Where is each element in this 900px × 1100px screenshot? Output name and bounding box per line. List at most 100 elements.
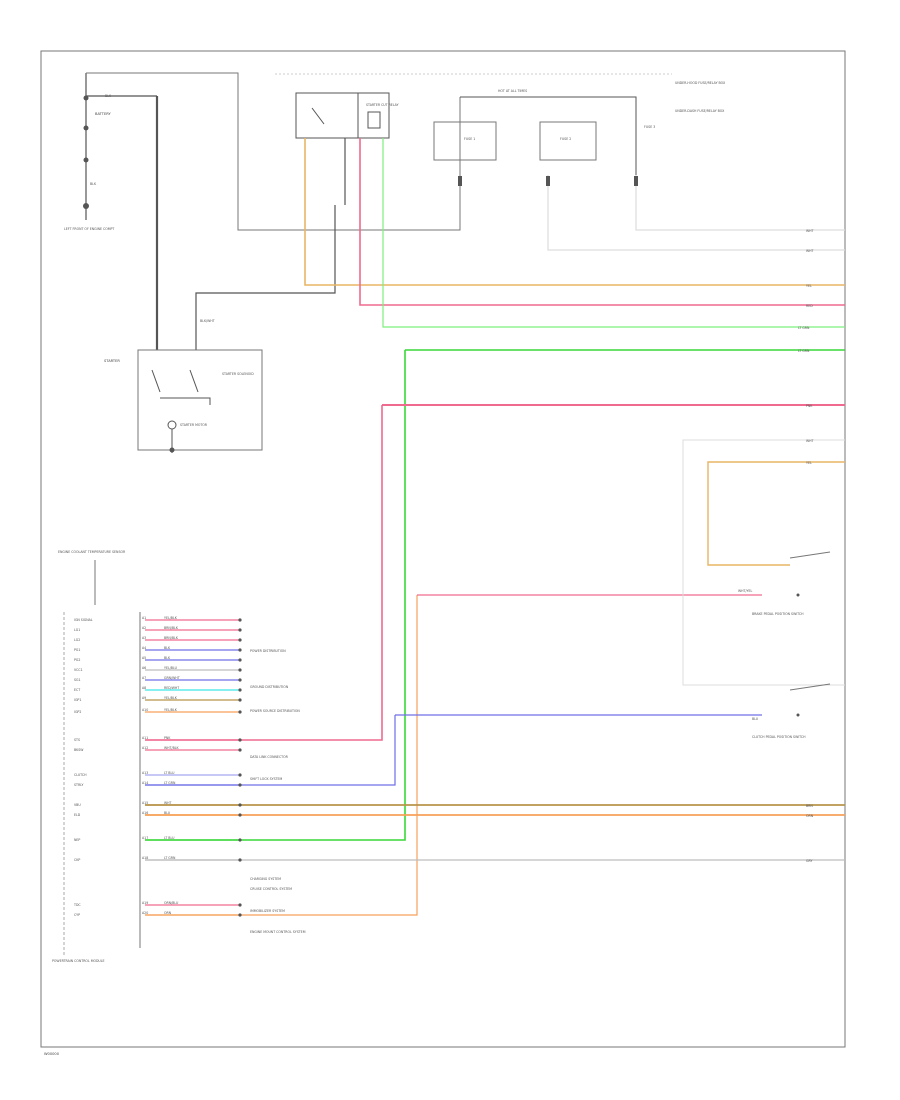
pcm-pin-arrow-icon: [238, 748, 242, 752]
pcm-pin-arrow-icon: [238, 648, 242, 652]
ground-location-label: LEFT FRONT OF ENGINE COMPT: [64, 227, 114, 231]
fuse-bus-wire: [460, 96, 637, 175]
pedal-switch-section: WHT/YEL BLU BRAKE PEDAL POSITION SWITCH …: [682, 439, 845, 739]
battery-label: BATTERY: [95, 112, 112, 116]
wire-orange-relay: [304, 138, 845, 286]
pcm-pin-wire-color: GRN/WHT: [164, 676, 180, 680]
pcm-pin-arrow-icon: [238, 628, 242, 632]
clutch-switch-contact: [789, 683, 831, 691]
pcm-pin-name: BKSW: [74, 748, 84, 752]
pcm-destination-label: SHIFT LOCK SYSTEM: [250, 777, 283, 781]
pcm-pin-wire-color: YEL/BLK: [164, 708, 178, 712]
pcm-pin-arrow-icon: [238, 678, 242, 682]
pcm-pin-wire-color: LT GRN: [164, 781, 176, 785]
pcm-destination-label: CHARGING SYSTEM: [250, 877, 281, 881]
pcm-pin-wire-color: WHT/BLK: [164, 746, 180, 750]
right-wire-label: YEL: [806, 284, 812, 288]
pcm-pin-wire-color: LT BLU: [164, 836, 175, 840]
pcm-pin-arrow-icon: [238, 913, 242, 917]
pcm-pin-name: VCC1: [74, 668, 83, 672]
pcm-pin-number: A9: [142, 696, 146, 700]
pcm-pin-arrow-icon: [238, 638, 242, 642]
pcm-pin-number: A20: [142, 911, 148, 915]
pcm-pin-arrow-icon: [238, 803, 242, 807]
starter-internal-link: [160, 397, 211, 405]
pcm-pin-number: A15: [142, 801, 148, 805]
brake-switch-label: BRAKE PEDAL POSITION SWITCH: [752, 612, 804, 616]
right-wire-label: YEL: [806, 461, 812, 465]
right-wire-label: LT GRN: [798, 349, 810, 353]
pcm-pin-name: STS: [74, 738, 80, 742]
starter-switch-contact: [151, 369, 161, 393]
pcm-pin-name: LG1: [74, 628, 80, 632]
ground-terminal: [83, 203, 89, 209]
pcm-pin-arrow-icon: [238, 783, 242, 787]
pcm-pin-number: A2: [142, 626, 146, 630]
right-wire-label: BRN: [806, 804, 813, 808]
pcm-pin-wire-color: ORN: [164, 911, 172, 915]
pcm-pin-name: ELD: [74, 813, 81, 817]
pcm-pin-arrow-icon: [238, 858, 242, 862]
pcm-pin-name: PG1: [74, 648, 80, 652]
clutch-switch-label: CLUTCH PEDAL POSITION SWITCH: [752, 735, 806, 739]
wire-yellow-switch: [707, 461, 845, 566]
fuse-box-label: UNDER-HOOD FUSE/RELAY BOX: [675, 81, 726, 85]
battery-starter-section: BATTERY BLK BLK LEFT FRONT OF ENGINE COM…: [64, 72, 461, 453]
brake-switch-wire-label: WHT/YEL: [738, 589, 753, 593]
pcm-pin-arrow-icon: [238, 773, 242, 777]
pcm-pin-number: A11: [142, 736, 148, 740]
pcm-pin-arrow-icon: [238, 903, 242, 907]
relay-contact: [311, 107, 325, 125]
hot-at-all-times-label: HOT AT ALL TIMES: [498, 89, 527, 93]
pcm-pin-number: A19: [142, 901, 148, 905]
pcm-pin-arrow-icon: [238, 698, 242, 702]
pcm-pin-wire-color: BRN/BLK: [164, 626, 179, 630]
pcm-pin-name: LG2: [74, 638, 80, 642]
ground-wire-label: BLK: [90, 182, 97, 186]
relay-coil: [367, 111, 381, 129]
starter-solenoid-label: STARTER SOLENOID: [222, 372, 254, 376]
pcm-pin-number: A18: [142, 856, 148, 860]
pcm-pin-arrow-icon: [238, 618, 242, 622]
pcm-pin-number: A5: [142, 656, 146, 660]
pcm-pin-name: CYP: [74, 913, 80, 917]
starter-box: [137, 349, 263, 451]
pcm-destination-label: POWER SOURCE DISTRIBUTION: [250, 709, 300, 713]
pcm-pin-name: SG1: [74, 678, 81, 682]
pcm-pin-wire-color: WHT: [164, 801, 172, 805]
right-wire-label: WHT: [806, 439, 814, 443]
pcm-pin-name: STRLY: [74, 783, 84, 787]
starter-motor-label: STARTER MOTOR: [180, 423, 208, 427]
brake-switch-terminal: [796, 593, 800, 597]
pcm-pin-wire-color: BLK: [164, 656, 171, 660]
pcm-pin-wire-color: ORN/BLU: [164, 901, 179, 905]
pcm-pin-number: A16: [142, 811, 148, 815]
brake-switch-contact: [789, 551, 831, 559]
right-connector-labels: WHT WHT YEL RED LT GRN LT GRN PNK WHT YE…: [798, 229, 814, 863]
starter-label: STARTER: [104, 359, 120, 363]
pcm-pin-name: CLUTCH: [74, 773, 87, 777]
pcm-pin-name: TDC: [73, 903, 81, 907]
pcm-pin-number: A1: [142, 616, 146, 620]
underdash-box-label: UNDER-DASH FUSE/RELAY BOX: [675, 109, 725, 113]
pcm-pin-wire-color: YEL/BLU: [164, 666, 178, 670]
pcm-pin-wire-color: BLU: [164, 811, 171, 815]
wire-ltgreen-relay: [382, 138, 845, 328]
pcm-pin-arrow-icon: [238, 688, 242, 692]
pcm-pin-number: A12: [142, 746, 148, 750]
right-wire-label: WHT: [806, 229, 814, 233]
pcm-pin-wire-color: RED/WHT: [164, 686, 179, 690]
starter-cut-relay: [295, 92, 390, 139]
pcm-pin-wire-color: YEL/BLK: [164, 616, 178, 620]
pcm-pin-name: IGN SIGNAL: [74, 618, 93, 622]
pcm-feed-wires: [145, 349, 845, 916]
fuse-box-section: HOT AT ALL TIMES FUSE 1 FUSE 2 FUSE 3 UN…: [433, 81, 845, 251]
pcm-pin-arrow-icon: [238, 658, 242, 662]
pcm-pin-number: A14: [142, 781, 148, 785]
right-wire-label: GRY: [806, 859, 812, 863]
pcm-pin-arrow-icon: [238, 738, 242, 742]
clutch-switch-terminal: [796, 713, 800, 717]
starter-motor-symbol: [167, 420, 177, 430]
pcm-pin-name: VBU: [74, 803, 81, 807]
pcm-destination-label: DATA LINK CONNECTOR: [250, 755, 289, 759]
